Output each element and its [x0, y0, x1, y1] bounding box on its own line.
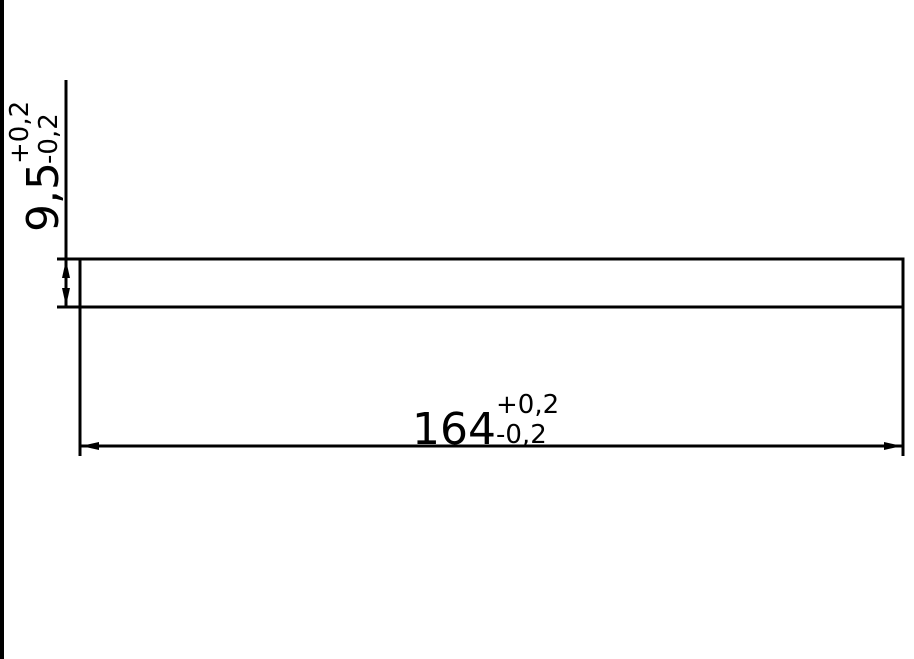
height-upper-tolerance: +0,2: [5, 101, 35, 164]
length-lower-tolerance: -0,2: [496, 420, 547, 450]
length-upper-tolerance: +0,2: [496, 390, 559, 420]
arrowhead-bottom: [62, 288, 70, 306]
left-border: [0, 0, 4, 659]
height-lower-tolerance: -0,2: [34, 113, 64, 164]
height-nominal: 9,5: [18, 162, 69, 232]
arrowhead-top: [62, 260, 70, 278]
part-outline: [78, 257, 905, 309]
length-nominal: 164: [412, 404, 496, 455]
height-dimension-text: 9,5 +0,2 -0,2: [5, 101, 69, 232]
length-dimension-text: 164 +0,2 -0,2: [412, 390, 559, 455]
arrowhead-left: [81, 442, 99, 450]
arrowhead-right: [884, 442, 902, 450]
